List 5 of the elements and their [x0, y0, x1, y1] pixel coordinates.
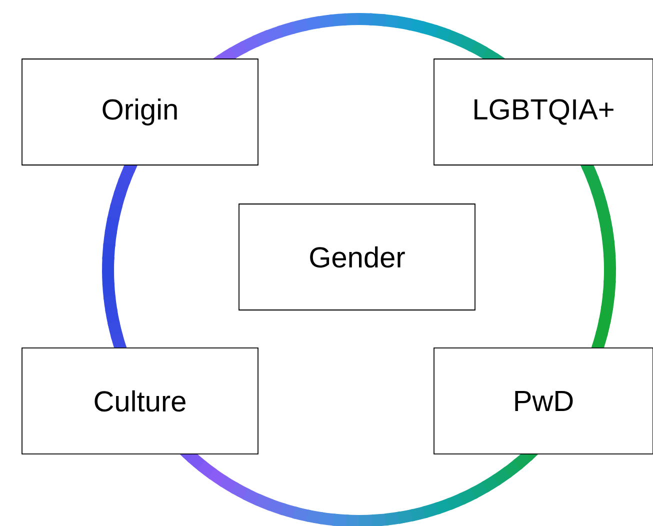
label-box: LGBTQIA+	[434, 58, 653, 166]
label-box: Culture	[22, 348, 258, 454]
label-box: Gender	[238, 204, 476, 310]
label-box: PwD	[434, 348, 653, 454]
label-box: Origin	[22, 58, 258, 166]
